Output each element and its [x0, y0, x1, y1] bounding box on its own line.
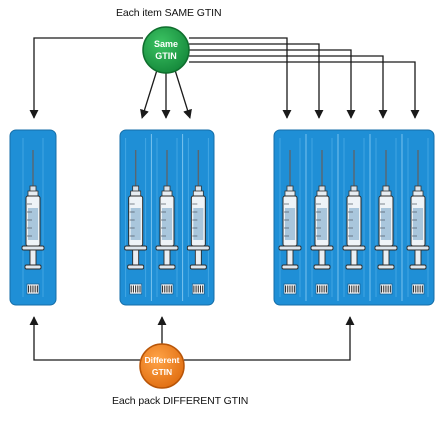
barcode-icon [160, 283, 174, 295]
arrow-icon [29, 37, 143, 119]
single-pack [9, 129, 57, 306]
barcode-icon [347, 283, 361, 295]
packs-layer [9, 129, 435, 306]
arrow-icon [29, 316, 140, 361]
different-badge-line2: GTIN [152, 367, 172, 377]
five-pack [273, 129, 435, 306]
different-badge-line1: Different [145, 355, 180, 365]
barcode-icon [191, 283, 205, 295]
arrow-icon [184, 316, 355, 361]
different-gtin-badge: Different GTIN [139, 343, 185, 389]
barcode-icon [26, 283, 40, 295]
barcode-icon [283, 283, 297, 295]
same-badge-line1: Same [154, 39, 178, 49]
barcode-icon [315, 283, 329, 295]
arrow-icon [189, 43, 324, 119]
barcode-icon [411, 283, 425, 295]
syringe-icon [406, 150, 430, 270]
arrow-icon [189, 55, 388, 119]
arrow-icon [189, 61, 420, 119]
same-badge-line2: GTIN [155, 51, 177, 61]
syringe-icon [374, 150, 398, 270]
arrow-icon [174, 69, 192, 119]
syringe-icon [124, 150, 148, 270]
arrow-icon [189, 49, 356, 119]
three-pack [119, 129, 215, 306]
arrows-layer [29, 37, 420, 361]
same-gtin-badge: Same GTIN [142, 26, 190, 74]
syringe-icon [278, 150, 302, 270]
syringe-icon [21, 150, 45, 270]
syringe-icon [155, 150, 179, 270]
arrow-icon [189, 37, 292, 119]
syringe-icon [310, 150, 334, 270]
top-caption: Each item SAME GTIN [116, 7, 222, 19]
barcode-icon [379, 283, 393, 295]
syringe-icon [342, 150, 366, 270]
syringe-icon [186, 150, 210, 270]
bottom-caption: Each pack DIFFERENT GTIN [112, 395, 249, 407]
arrow-icon [140, 69, 158, 119]
barcode-icon [129, 283, 143, 295]
